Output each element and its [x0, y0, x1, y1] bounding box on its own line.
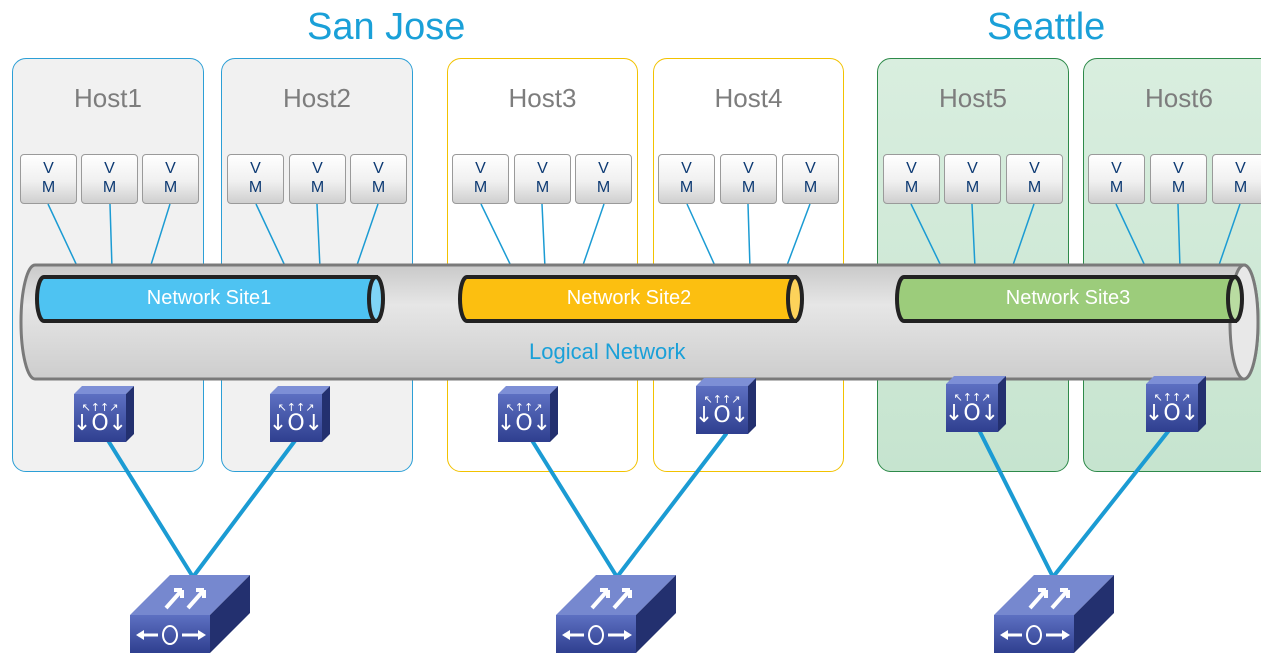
host-label: Host4 — [714, 83, 783, 113]
svg-text:↓O↓: ↓O↓ — [945, 401, 999, 426]
network-site3-label: Network Site3 — [1005, 287, 1131, 309]
svg-text:↖↑↑↗: ↖↑↑↗ — [954, 391, 991, 404]
network-site2-label: Network Site2 — [566, 287, 692, 309]
layer3-switch-icon — [994, 575, 1114, 653]
svg-text:↖↑↑↗: ↖↑↑↗ — [704, 393, 741, 406]
svg-text:↖↑↑↗: ↖↑↑↗ — [278, 401, 315, 414]
svg-text:↖↑↑↗: ↖↑↑↗ — [1154, 391, 1191, 404]
svg-text:↖↑↑↗: ↖↑↑↗ — [82, 401, 119, 414]
host-label: Host6 — [1145, 83, 1213, 113]
virtual-switch-icon: ↓O↓ ↖↑↑↗ — [497, 386, 558, 442]
virtual-switch-icon: ↓O↓ ↖↑↑↗ — [73, 386, 134, 442]
layer3-switch-icon — [130, 575, 250, 653]
logical-network-label: Logical Network — [529, 339, 686, 364]
virtual-switch-icon: ↓O↓ ↖↑↑↗ — [269, 386, 330, 442]
network-site1-label: Network Site1 — [146, 287, 272, 309]
region-title-san-jose: San Jose — [307, 6, 466, 48]
host-label: Host2 — [283, 83, 351, 113]
svg-text:↓O↓: ↓O↓ — [1145, 401, 1199, 426]
uplink-lines — [102, 422, 1176, 579]
virtual-switch-icon: ↓O↓ ↖↑↑↗ — [695, 378, 756, 434]
svg-text:↓O↓: ↓O↓ — [269, 411, 323, 436]
layer3-switch-icon — [556, 575, 676, 653]
svg-text:↓O↓: ↓O↓ — [695, 403, 749, 428]
network-site3-pipe — [895, 275, 1244, 323]
network-site2-pipe — [458, 275, 804, 323]
host-label: Host1 — [74, 83, 142, 113]
svg-text:↓O↓: ↓O↓ — [73, 411, 127, 436]
network-site1-pipe — [35, 275, 385, 323]
virtual-switch-icon: ↓O↓ ↖↑↑↗ — [1145, 376, 1206, 432]
vm-connector-lines — [47, 203, 1241, 269]
svg-text:↖↑↑↗: ↖↑↑↗ — [506, 401, 543, 414]
region-title-seattle: Seattle — [987, 6, 1106, 48]
svg-text:↓O↓: ↓O↓ — [497, 411, 551, 436]
host-label: Host3 — [508, 83, 577, 113]
virtual-switch-icon: ↓O↓ ↖↑↑↗ — [945, 376, 1006, 432]
host-label: Host5 — [939, 83, 1007, 113]
